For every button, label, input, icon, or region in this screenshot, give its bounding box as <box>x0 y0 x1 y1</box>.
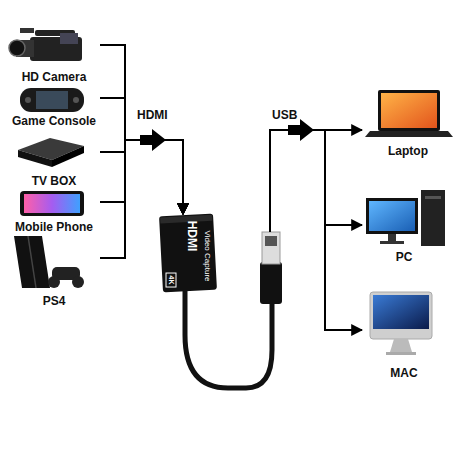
camera-screen <box>60 33 78 44</box>
signal-line <box>100 140 183 214</box>
pc-screen <box>369 201 415 231</box>
usb-plug-tip <box>262 232 280 264</box>
signal-line <box>270 130 362 214</box>
ps4-tower <box>14 236 50 288</box>
console-buttons <box>73 97 79 103</box>
device-node: PS4 <box>8 232 100 308</box>
device-node: TV BOX <box>8 132 100 188</box>
usb-cable <box>185 290 272 388</box>
capture-card: HDMI Video Capture 4K <box>158 214 290 394</box>
signal-line <box>270 130 362 330</box>
signal-line <box>100 140 183 214</box>
interface-label: USB <box>272 108 297 122</box>
device-label: Laptop <box>388 144 428 158</box>
device-node: Mobile Phone <box>8 190 100 234</box>
device-label: PC <box>396 250 413 264</box>
device-label: Game Console <box>12 114 96 128</box>
computer-node: Laptop <box>362 88 454 158</box>
laptop-base <box>365 131 453 137</box>
camera-mic <box>20 28 34 33</box>
device-label: MAC <box>390 366 417 380</box>
tvbox-side <box>52 146 84 167</box>
laptop-screen <box>381 93 437 128</box>
pc-stand-base <box>380 241 404 244</box>
phone-screen <box>24 194 80 213</box>
imac-body <box>370 292 432 339</box>
device-node: Game Console <box>8 86 100 128</box>
laptop-lid <box>378 90 440 131</box>
usb-arrow <box>288 119 314 141</box>
phone-body <box>20 191 84 216</box>
product-text: Video Capture <box>203 231 211 282</box>
brand-text: HDMI <box>186 221 198 252</box>
imac-stand <box>390 339 412 352</box>
hdmi-arrow <box>140 129 166 151</box>
imac-foot <box>386 352 416 355</box>
device-node: HD Camera <box>8 24 100 84</box>
usb-plug-tongue <box>265 236 277 246</box>
device-label: Mobile Phone <box>15 220 93 234</box>
computer-node: PC <box>362 186 446 264</box>
signal-line <box>270 130 362 225</box>
signal-line <box>100 140 183 258</box>
console-screen <box>36 91 68 109</box>
device-label: TV BOX <box>32 174 77 188</box>
resolution-badge: 4K <box>166 273 177 288</box>
tvbox-front <box>18 150 52 167</box>
device-label: PS4 <box>43 294 66 308</box>
interface-label: HDMI <box>137 108 168 122</box>
usb-plug-body <box>260 262 282 304</box>
pc-monitor <box>366 198 418 234</box>
capture-card-body <box>159 214 217 293</box>
ps4-stripe <box>28 236 36 288</box>
ps4-grip <box>48 276 60 288</box>
signal-line <box>100 45 183 214</box>
console-dpad <box>25 97 31 103</box>
camera-lens <box>9 40 25 56</box>
pc-stand <box>388 234 396 241</box>
pc-drive <box>425 196 441 199</box>
device-label: HD Camera <box>22 70 87 84</box>
usb-lead <box>269 214 271 232</box>
console-body <box>20 88 84 112</box>
imac-screen <box>373 295 429 329</box>
computer-node: MAC <box>362 288 446 380</box>
ps4-grip <box>72 276 84 288</box>
signal-line <box>100 98 183 214</box>
pc-tower <box>421 190 445 246</box>
